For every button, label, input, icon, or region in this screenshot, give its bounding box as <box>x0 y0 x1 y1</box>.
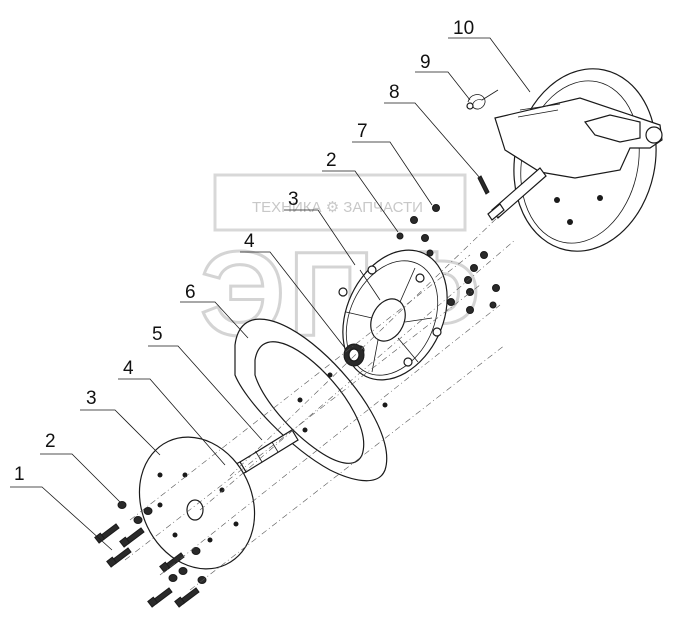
callout-2-lower: 2 <box>45 431 56 452</box>
callout-4-lower: 4 <box>123 358 134 379</box>
assembly-centerlines <box>124 214 516 591</box>
watermark-frame <box>213 173 467 232</box>
callout-5: 5 <box>152 324 163 345</box>
callout-6: 6 <box>185 282 196 303</box>
nuts-washers-upper <box>396 204 500 314</box>
part-5-axle <box>235 429 299 475</box>
part-4-bearing-upper <box>343 343 365 367</box>
part-3-flat-disc <box>138 436 256 570</box>
callout-8: 8 <box>389 82 400 103</box>
part-10-hub-disc <box>487 68 663 252</box>
callout-3-lower: 3 <box>86 388 97 409</box>
part-1-bolts <box>94 523 200 608</box>
watermark-caption: ТЕХНИКА ⚙ ЗАПЧАСТИ <box>252 199 423 216</box>
callout-4-upper: 4 <box>244 231 255 252</box>
callouts: 1 2 3 4 5 6 4 3 2 7 8 9 10 <box>10 18 531 551</box>
callout-10: 10 <box>453 18 474 39</box>
callout-2-upper: 2 <box>326 150 337 171</box>
part-2-washers-lower <box>117 501 207 584</box>
part-8-pin <box>477 175 490 195</box>
callout-9: 9 <box>420 52 431 73</box>
part-6-tire <box>234 318 388 482</box>
callout-1: 1 <box>14 464 25 485</box>
part-9-spring-pin <box>466 89 499 110</box>
callout-3-upper: 3 <box>288 189 299 210</box>
callout-7: 7 <box>357 121 368 142</box>
